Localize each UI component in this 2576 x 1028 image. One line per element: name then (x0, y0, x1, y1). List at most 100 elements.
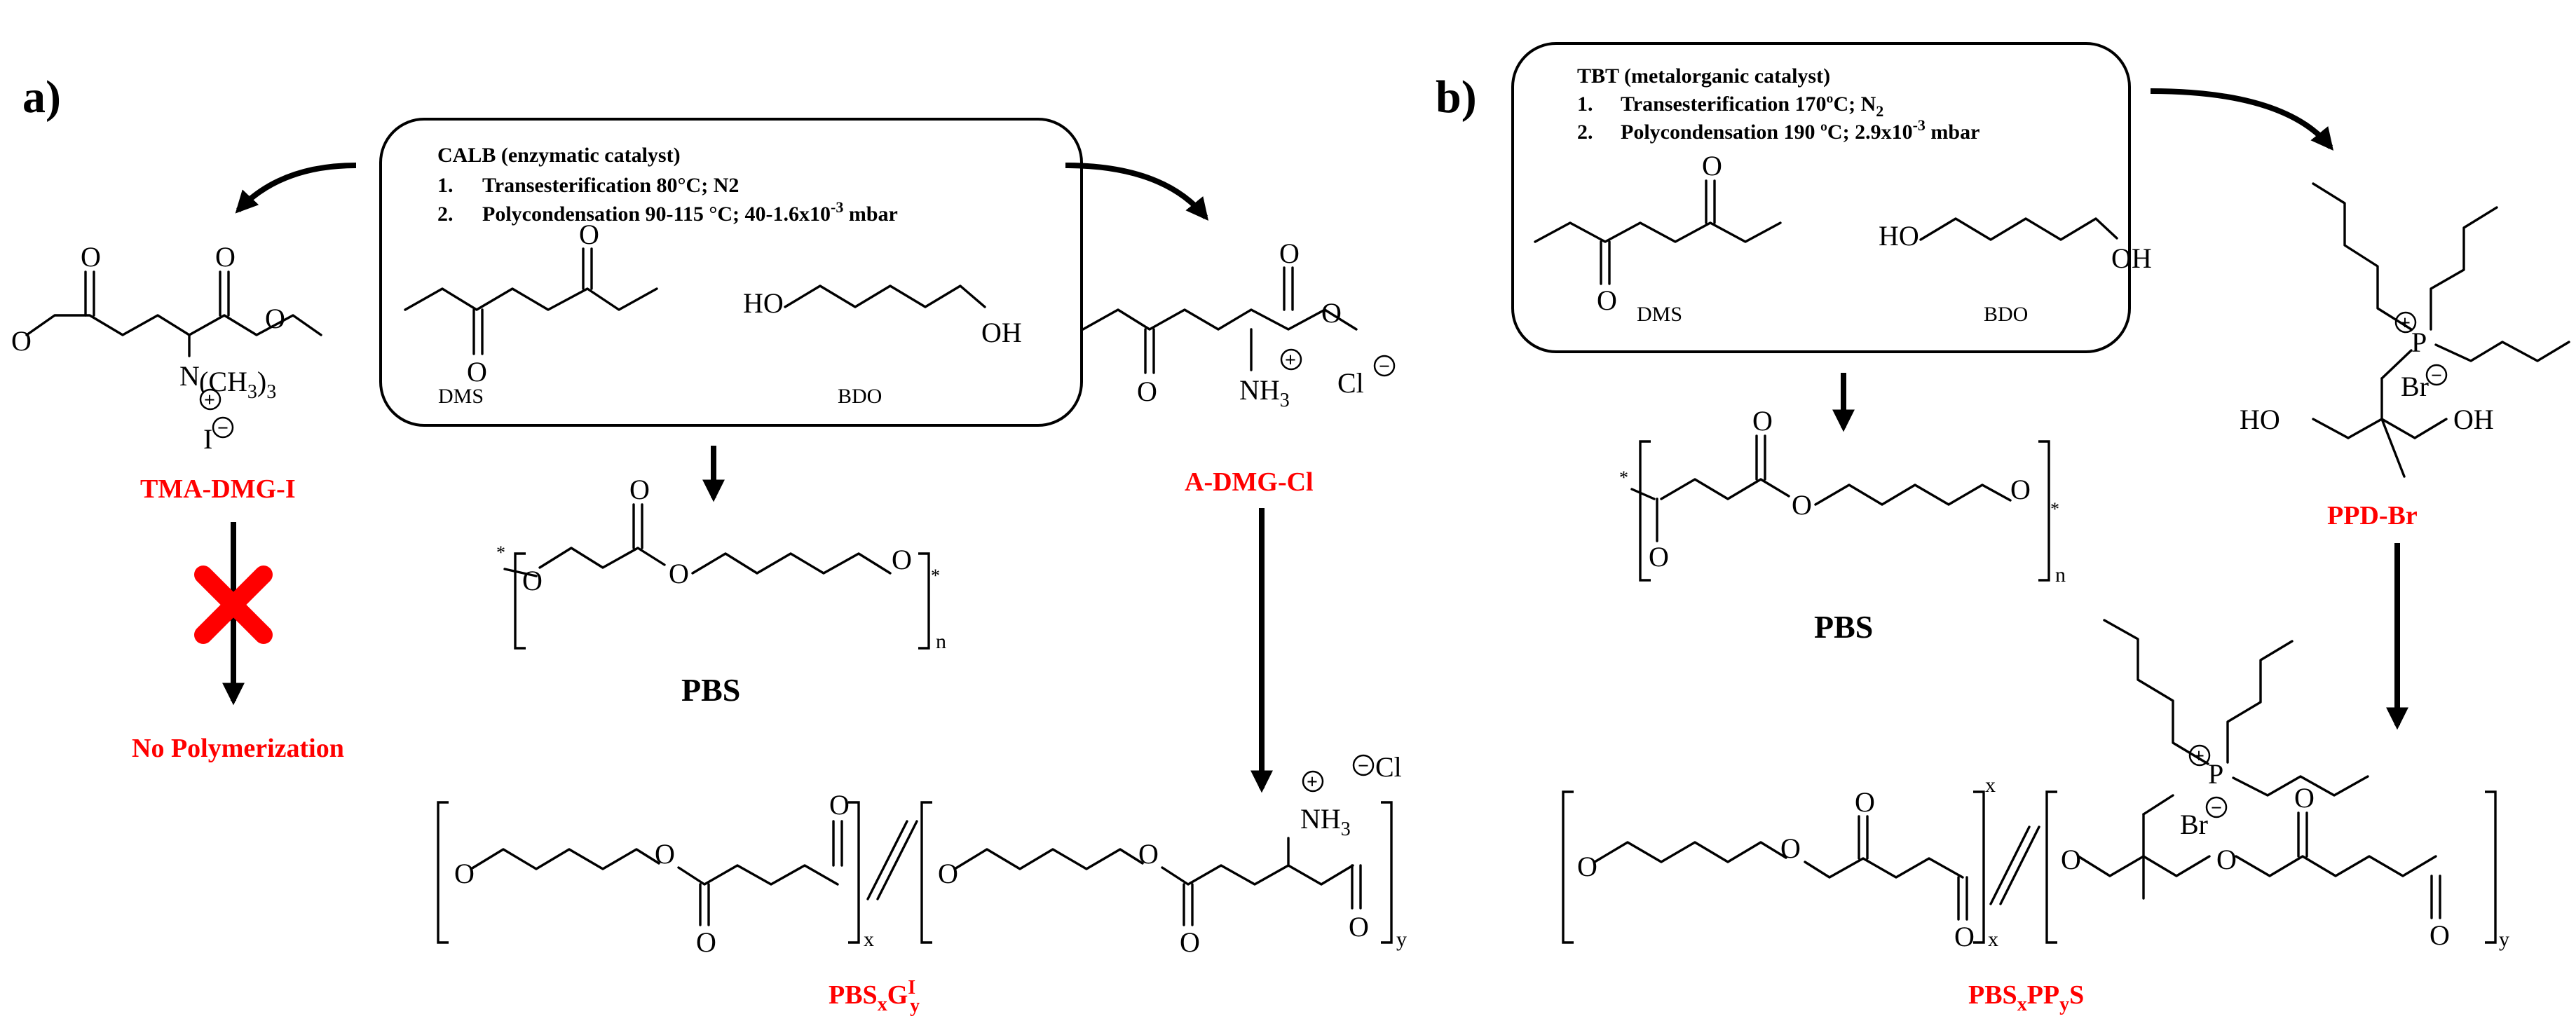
panel-a-label: a) (22, 71, 61, 123)
svg-text:O: O (579, 219, 599, 250)
svg-text:n: n (936, 630, 946, 653)
svg-text:O: O (1780, 832, 1801, 864)
svg-text:*: * (1619, 467, 1628, 488)
svg-text:HO: HO (2240, 404, 2280, 435)
panel-b-step1: Transesterification 170ºC; N2 (1621, 92, 1883, 120)
svg-text:+: + (1307, 772, 1318, 793)
pbs-label-a: PBS (681, 672, 740, 708)
a-dmg-cl-structure: O O O NH3 + Cl − A-DMG-Cl (1082, 238, 1396, 497)
svg-text:OH: OH (2111, 242, 2152, 274)
svg-text:x: x (1985, 774, 1996, 797)
svg-text:Br: Br (2180, 809, 2208, 840)
tma-dmg-i-label: TMA-DMG-I (140, 474, 296, 504)
curved-arrow-left (235, 163, 357, 214)
svg-text:O: O (2294, 782, 2315, 814)
panel-b-step2: Polycondensation 190 ºC; 2.9x10-3 mbar (1621, 116, 1979, 144)
svg-text:+: + (2399, 313, 2411, 334)
ammonium-group: NH3 (1239, 374, 1290, 411)
svg-text:O: O (1597, 285, 1617, 316)
panel-a-conditions-box: CALB (enzymatic catalyst) 1. Transesteri… (379, 118, 1083, 427)
svg-text:y: y (1396, 928, 1407, 951)
svg-text:n: n (2055, 563, 2066, 587)
panel-b-step2-num: 2. (1577, 121, 1593, 144)
svg-text:*: * (931, 566, 940, 586)
svg-text:*: * (496, 542, 505, 563)
panel-b: b) TBT (metalorganic catalyst) 1. Transe… (1436, 42, 2570, 1015)
panel-a-step1-num: 1. (437, 174, 454, 197)
panel-b-dms-label: DMS (1637, 303, 1682, 326)
panel-b-bdo-structure: HO OH BDO (1879, 217, 2152, 326)
svg-text:O: O (2010, 474, 2031, 505)
svg-text:O: O (629, 474, 650, 505)
panel-a-step1: Transesterification 80°C; N2 (482, 174, 739, 197)
panel-a-catalyst-title: CALB (enzymatic catalyst) (437, 144, 681, 167)
svg-text:*: * (2050, 499, 2059, 519)
svg-text:O: O (265, 303, 285, 334)
pbs-label-b: PBS (1814, 609, 1873, 645)
svg-text:O: O (1792, 489, 1812, 521)
svg-text:O: O (1752, 405, 1773, 437)
svg-text:Cl: Cl (1375, 751, 1402, 783)
svg-text:O: O (1180, 926, 1200, 958)
svg-text:O: O (1954, 921, 1975, 952)
svg-text:O: O (11, 325, 32, 357)
svg-text:O: O (1577, 851, 1597, 882)
svg-text:O: O (1279, 238, 1300, 269)
svg-text:O: O (2430, 919, 2450, 951)
svg-text:O: O (655, 838, 675, 870)
svg-text:O: O (696, 926, 716, 958)
pbs-pp-copolymer-label: PBSxPPyS (1968, 980, 2084, 1015)
panel-a-box-outline (379, 118, 1083, 427)
svg-text:−: − (1358, 755, 1369, 777)
no-reaction-cross-icon (194, 566, 273, 644)
svg-text:O: O (467, 356, 487, 388)
svg-text:O: O (1702, 150, 1722, 181)
svg-text:O: O (1138, 838, 1159, 870)
svg-text:O: O (1349, 911, 1369, 943)
svg-text:−: − (1379, 356, 1390, 378)
svg-text:O: O (2216, 844, 2237, 875)
svg-text:O: O (215, 241, 236, 273)
ammonium-group-polymer: NH3 (1300, 803, 1351, 840)
svg-text:O: O (669, 558, 689, 589)
tma-dmg-i-structure: O O O O N (CH3)3 + I − TMA-DMG-I (11, 241, 322, 504)
svg-text:Cl: Cl (1337, 367, 1364, 399)
svg-text:HO: HO (743, 287, 784, 319)
panel-a-step2-num: 2. (437, 203, 454, 226)
ppd-br-structure: P + Br − HO OH PPD-Br (2240, 182, 2570, 530)
svg-text:O: O (81, 241, 101, 273)
pbs-homopolymer-b: * O O O O * n PBS (1619, 405, 2066, 645)
svg-text:+: + (204, 390, 215, 411)
svg-text:−: − (217, 418, 229, 439)
svg-text:P: P (2208, 758, 2223, 790)
panel-a: a) CALB (enzymatic catalyst) 1. Transest… (11, 71, 1407, 1017)
panel-b-bdo-label: BDO (1984, 303, 2028, 326)
panel-a-dms-structure: O O DMS (404, 219, 658, 408)
svg-text:−: − (2431, 365, 2442, 387)
svg-text:+: + (2193, 746, 2204, 767)
panel-b-catalyst-title: TBT (metalorganic catalyst) (1577, 64, 1830, 88)
no-polymerization-label: No Polymerization (132, 734, 344, 763)
svg-text:O: O (938, 858, 958, 889)
panel-a-dms-label: DMS (438, 385, 484, 408)
svg-text:O: O (829, 789, 850, 821)
svg-text:OH: OH (2453, 404, 2494, 435)
svg-text:O: O (1855, 786, 1875, 818)
curved-arrow-b (2150, 88, 2334, 151)
panel-a-bdo-label: BDO (838, 385, 882, 408)
svg-text:x: x (1988, 928, 1998, 951)
svg-text:O: O (1321, 297, 1342, 329)
svg-text:N: N (179, 360, 200, 392)
svg-text:O: O (892, 544, 912, 575)
panel-b-step1-num: 1. (1577, 92, 1593, 116)
svg-text:+: + (1285, 350, 1296, 371)
panel-b-conditions-box: TBT (metalorganic catalyst) 1. Transeste… (1511, 42, 2152, 353)
a-dmg-cl-label: A-DMG-Cl (1185, 467, 1314, 497)
trimethyl-group: (CH3)3 (199, 366, 276, 403)
panel-a-bdo-structure: HO OH BDO (743, 285, 1022, 408)
svg-text:x: x (864, 928, 874, 951)
svg-text:O: O (2061, 844, 2081, 875)
